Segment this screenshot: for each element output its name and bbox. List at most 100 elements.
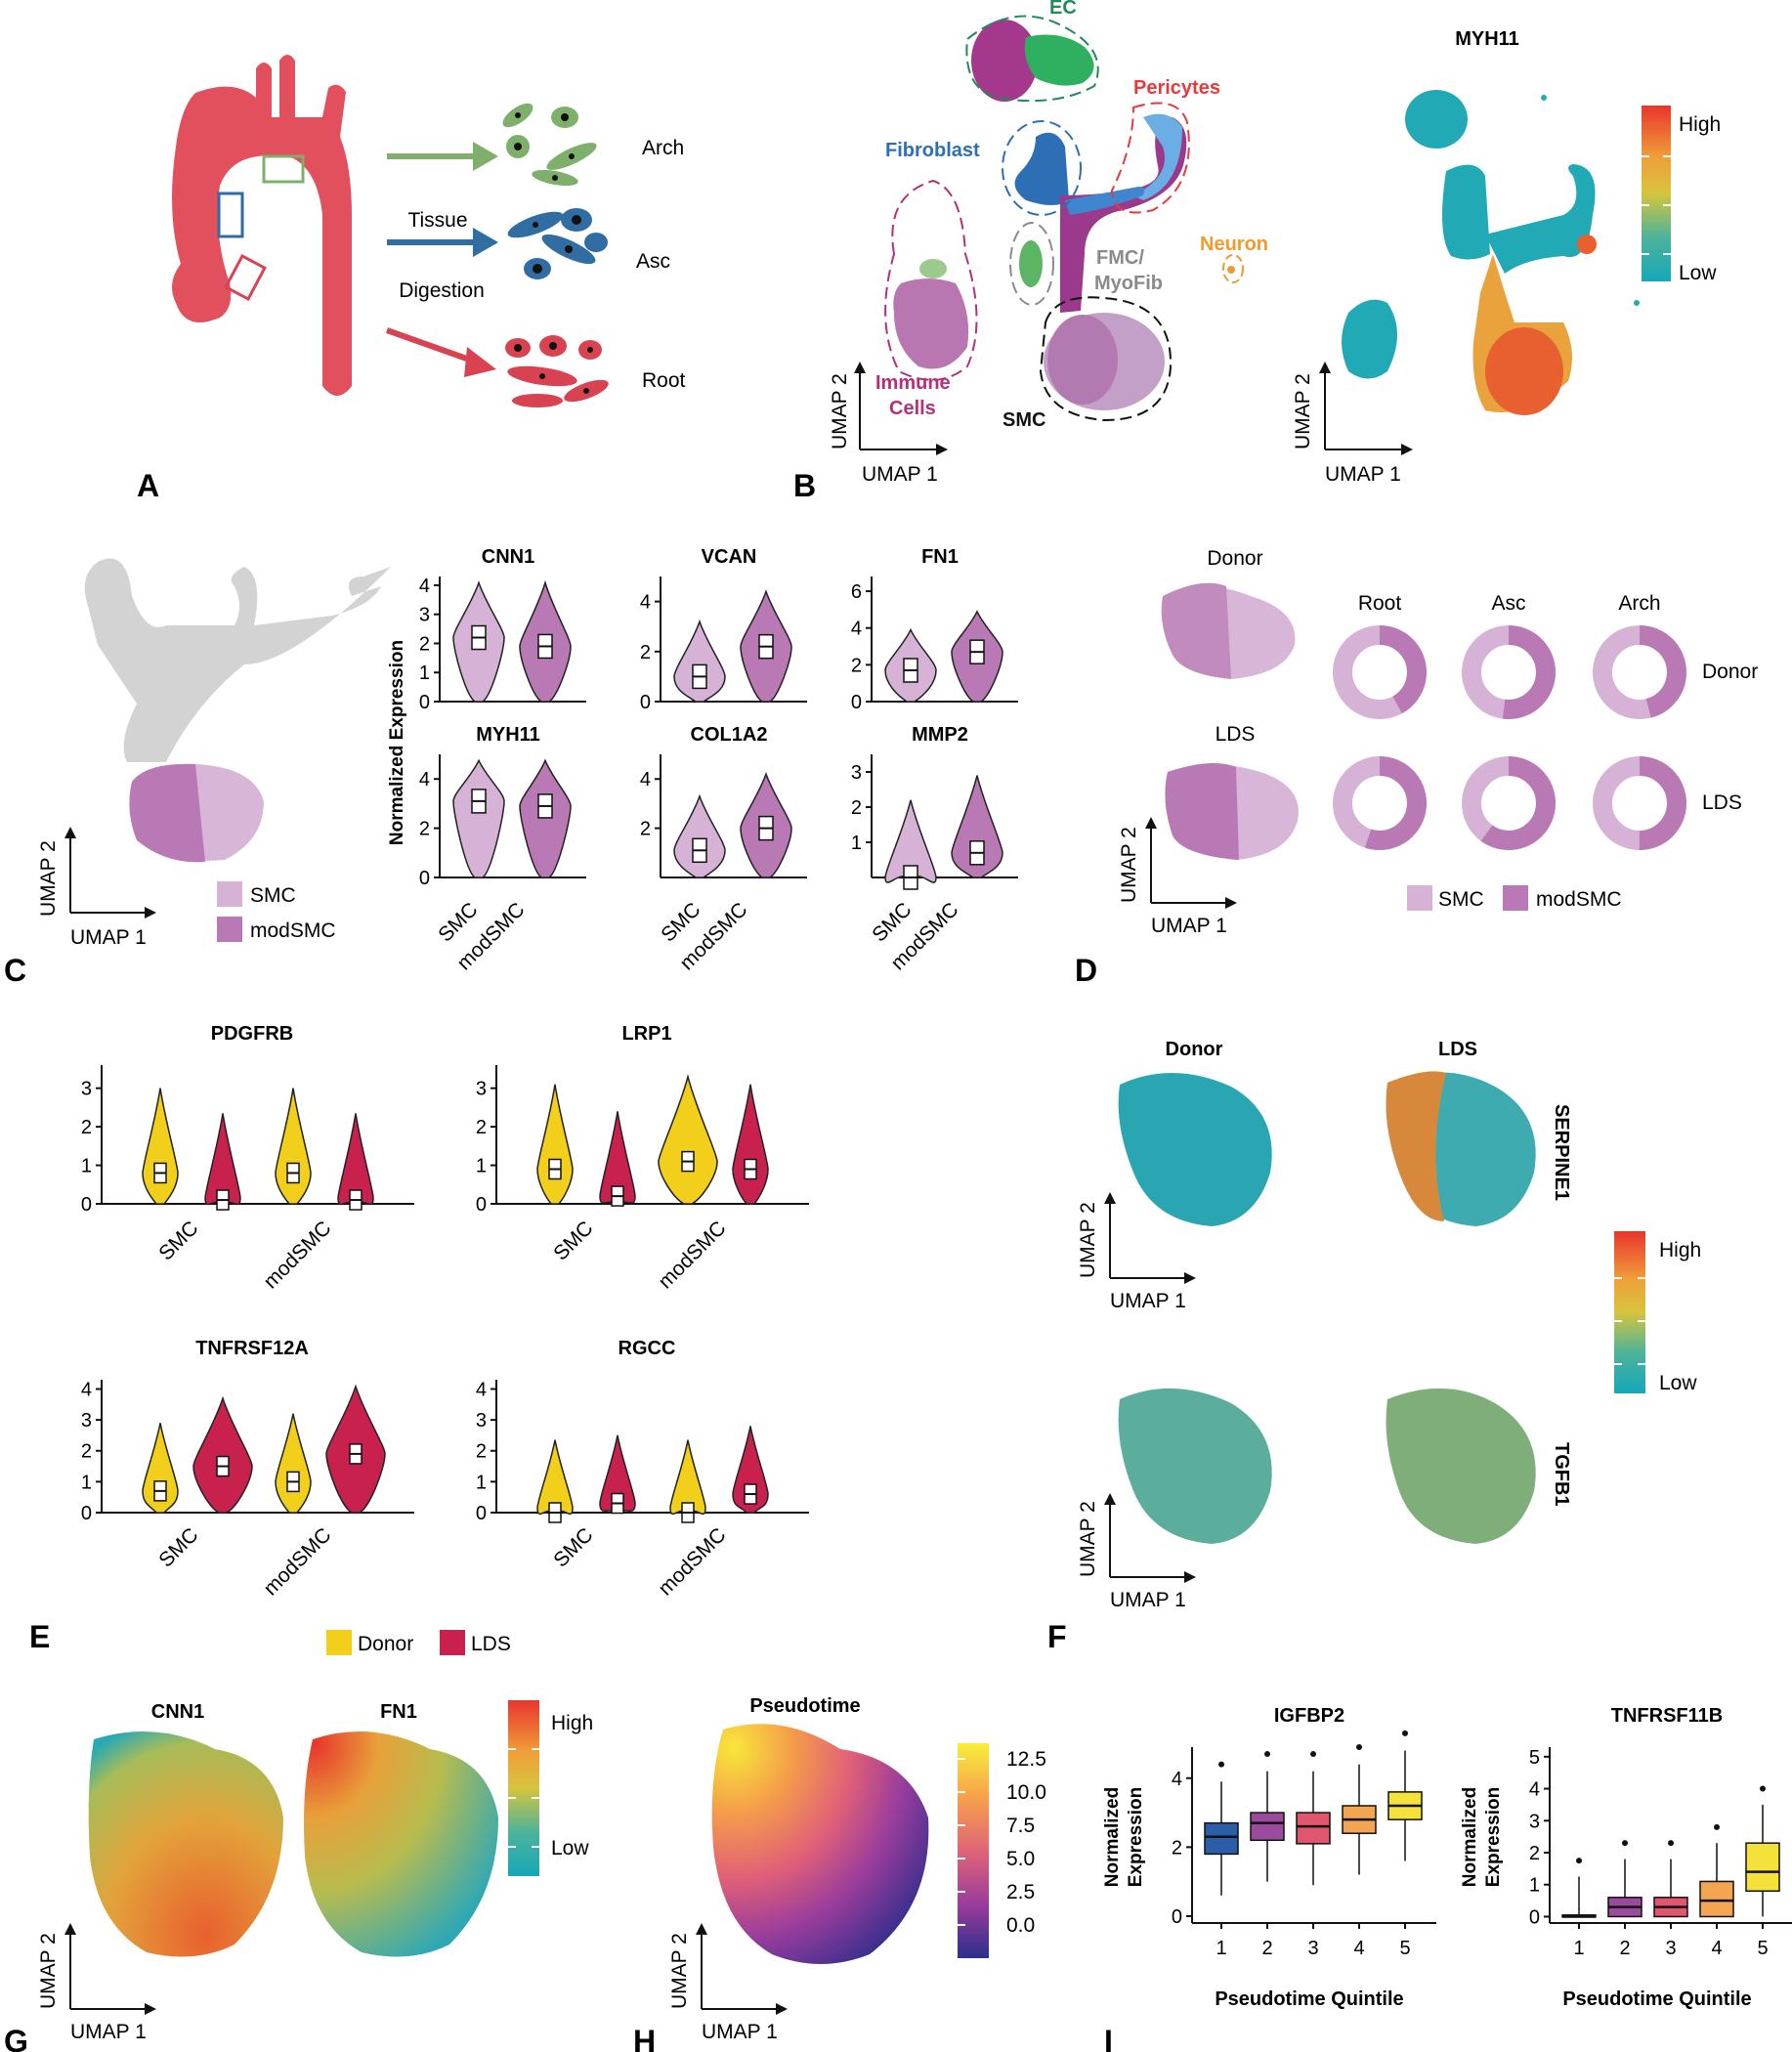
h-scale-ticks: 12.510.07.55.02.50.0 [958, 1748, 1046, 1937]
f-umap-serpine1-lds-hot [1386, 1071, 1446, 1221]
donut-modsmc-slice [1593, 625, 1686, 719]
panel-c: UMAP 1 UMAP 2 SMC modSMC Normalized Expr… [4, 546, 1018, 988]
i-ylabel-1: Normalized [1460, 1787, 1480, 1887]
f-gene-serpine1: SERPINE1 [1551, 1104, 1572, 1201]
f-umap-serpine1-donor [1118, 1072, 1272, 1226]
e-group-modsmc: modSMC [654, 1523, 730, 1600]
e-group-modsmc: modSMC [654, 1217, 730, 1293]
ec-outline [965, 15, 1099, 103]
violin-tick-label: 0 [81, 1503, 92, 1524]
violin-tick-label: 0 [851, 692, 862, 713]
boxplot-tick-label: 2 [1172, 1837, 1182, 1859]
boxplot-x-tick-label: 2 [1261, 1938, 1272, 1959]
boxplot-box-q2 [1250, 1812, 1285, 1842]
panel-letter-h: H [633, 2024, 656, 2052]
i-ylabel-2: Expression [1126, 1787, 1146, 1887]
violin-tick-label: 2 [419, 819, 430, 840]
h-scale-bar [958, 1743, 989, 1958]
violin-title: PDGFRB [211, 1023, 293, 1045]
g-umap-fn1 [304, 1731, 498, 1957]
panel-letter-d: D [1075, 953, 1097, 988]
g-title-fn1: FN1 [380, 1701, 417, 1723]
violin-tick-label: 3 [476, 1410, 487, 1432]
violin-tick-label: 3 [851, 762, 862, 784]
boxplot-box-q1 [1204, 1821, 1239, 1856]
boxplot-title: TNFRSF11B [1611, 1705, 1723, 1727]
asc-cells-icon [507, 208, 608, 279]
panel-letter-c: C [4, 953, 26, 988]
violin-tick-label: 2 [851, 655, 862, 676]
violin-tick-label: 4 [640, 769, 651, 791]
d-umap-title-lds: LDS [1216, 723, 1256, 746]
panel-g: CNN1 FN1 High Low UMAP 1 UMAP 2 G [4, 1700, 593, 2052]
pericytes-cluster [1133, 113, 1182, 200]
boxplot-tick-label: 1 [1529, 1875, 1540, 1897]
smc-cluster-dark [1047, 315, 1118, 405]
violin-title: LRP1 [621, 1023, 671, 1045]
boxplot-tick-label: 0 [1172, 1906, 1182, 1928]
pseudotime-tick-label: 2.5 [1006, 1881, 1035, 1903]
panel-letter-e: E [29, 1619, 50, 1654]
donut-chart [1462, 625, 1556, 719]
panel-e: PDGFRB0123LRP10123TNFRSF12A01234RGCC0123… [29, 1023, 809, 1655]
d-row-donor: Donor [1702, 661, 1758, 683]
violin-tick-label: 2 [81, 1441, 92, 1463]
cluster-umap [893, 20, 1187, 410]
violin-donor [142, 1088, 179, 1205]
boxplot-x-tick-label: 5 [1399, 1938, 1410, 1959]
legend-swatch-donor [326, 1630, 352, 1655]
myh11-title: MYH11 [1455, 28, 1519, 50]
umap-x-label: UMAP 1 [1325, 463, 1401, 486]
umap-x-label: UMAP 1 [70, 2021, 147, 2043]
d-donut-charts [1333, 625, 1686, 850]
g-umap-cnn1 [88, 1731, 284, 1957]
arch-arrow [387, 142, 498, 171]
umap-axes-b2: UMAP 1 UMAP 2 [1292, 362, 1413, 486]
f-scale-high: High [1659, 1239, 1701, 1261]
f-umap-tgfb1-donor [1118, 1388, 1272, 1544]
c-group-labels: SMC modSMC SMC modSMC SMC modSMC [434, 898, 962, 974]
umap-y-label: UMAP 2 [37, 1933, 60, 2009]
panel-f: Donor LDS SERPINE1 TGFB1 High Low UMAP 1… [1047, 1039, 1701, 1654]
violin-tick-label: 4 [640, 592, 651, 614]
c-umap-modsmc [129, 763, 205, 863]
violin-title: FN1 [921, 546, 959, 568]
umap-x-label: UMAP 1 [702, 2021, 778, 2043]
violin-title: COL1A2 [691, 724, 768, 746]
d-legend: SMC modSMC [1407, 885, 1622, 911]
donut-modsmc-slice [1462, 625, 1556, 719]
violin-tick-label: 0 [640, 692, 651, 713]
umap-y-label: UMAP 2 [1292, 373, 1314, 449]
boxplot-box-q3 [1296, 1812, 1331, 1845]
f-umap-tgfb1-lds [1386, 1388, 1536, 1544]
donut-chart [1593, 625, 1686, 719]
boxplot-outlier [1668, 1840, 1674, 1847]
violin-tick-label: 1 [851, 833, 862, 854]
umap-y-label: UMAP 2 [1077, 1202, 1099, 1278]
e-legend: Donor LDS [326, 1630, 511, 1655]
violin-tick-label: 1 [81, 1472, 92, 1493]
boxplot-outlier [1218, 1761, 1224, 1768]
ec-cluster [971, 20, 1038, 102]
panel-letter-a: A [137, 468, 159, 503]
cluster-label-cells: Cells [889, 398, 936, 419]
boxplot-x-tick-label: 3 [1665, 1938, 1676, 1959]
i-ylabel-2: Expression [1483, 1787, 1504, 1887]
umap-axes-f1: UMAP 1 UMAP 2 [1077, 1192, 1196, 1312]
pseudotime-tick-label: 5.0 [1006, 1848, 1035, 1870]
donut-chart [1462, 756, 1556, 850]
violin-tick-label: 2 [476, 1117, 487, 1138]
umap-axes-g: UMAP 1 UMAP 2 [37, 1923, 156, 2043]
tissue-label: Tissue [407, 209, 467, 232]
umap-y-label: UMAP 2 [37, 840, 60, 917]
cluster-label-pericytes: Pericytes [1133, 77, 1220, 99]
umap-x-label: UMAP 1 [1110, 1290, 1186, 1312]
violin-tick-label: 4 [851, 619, 862, 640]
pseudotime-tick-label: 12.5 [1006, 1748, 1046, 1771]
panel-a: Tissue Digestion [137, 55, 686, 503]
